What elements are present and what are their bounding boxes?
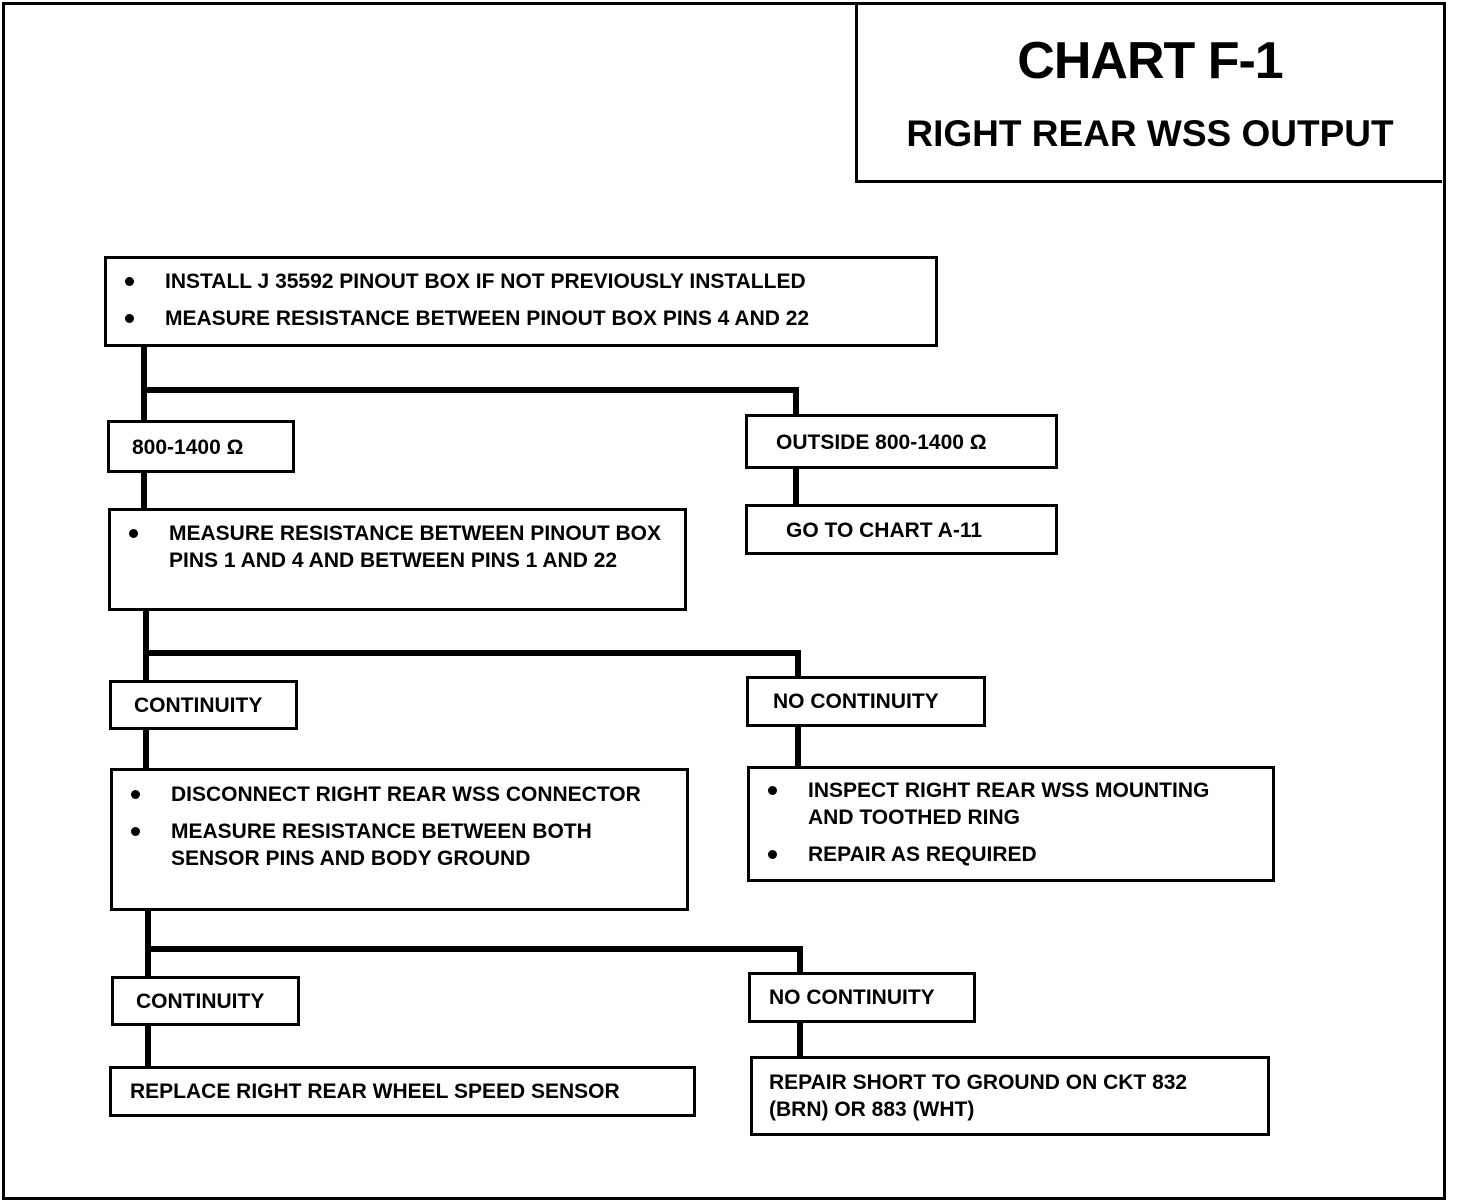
disconnect-bullet-1: DISCONNECT RIGHT REAR WSS CONNECTOR xyxy=(127,781,662,808)
start-text-1: INSTALL J 35592 PINOUT BOX IF NOT PREVIO… xyxy=(165,270,806,293)
connector-measure-right xyxy=(143,650,801,681)
inspect-bullet-2: REPAIR AS REQUIRED xyxy=(764,841,1258,868)
chart-title: CHART F-1 xyxy=(1017,32,1283,90)
result-out-range-label: OUTSIDE 800-1400 Ω xyxy=(776,431,987,454)
inspect-text-1: INSPECT RIGHT REAR WSS MOUNTING AND TOOT… xyxy=(808,779,1210,829)
result-out-range-box: OUTSIDE 800-1400 Ω xyxy=(745,414,1058,469)
continuity-2-box: CONTINUITY xyxy=(111,976,300,1026)
action-replace-sensor-box: REPLACE RIGHT REAR WHEEL SPEED SENSOR xyxy=(109,1066,696,1117)
goto-chart-label: GO TO CHART A-11 xyxy=(786,519,983,542)
result-in-range-label: 800-1400 Ω xyxy=(132,436,244,459)
step-start-box: INSTALL J 35592 PINOUT BOX IF NOT PREVIO… xyxy=(104,256,938,347)
goto-chart-box: GO TO CHART A-11 xyxy=(745,504,1058,555)
bullet-icon xyxy=(131,827,140,836)
inspect-text-2: REPAIR AS REQUIRED xyxy=(808,843,1037,866)
inspect-bullet-1: INSPECT RIGHT REAR WSS MOUNTING AND TOOT… xyxy=(764,777,1258,831)
repair-short-label: REPAIR SHORT TO GROUND ON CKT 832 (BRN) … xyxy=(769,1071,1188,1121)
start-bullet-1: INSTALL J 35592 PINOUT BOX IF NOT PREVIO… xyxy=(121,268,927,295)
bullet-icon xyxy=(129,529,138,538)
bullet-icon xyxy=(768,786,777,795)
step-disconnect-box: DISCONNECT RIGHT REAR WSS CONNECTOR MEAS… xyxy=(110,768,689,911)
start-bullet-2: MEASURE RESISTANCE BETWEEN PINOUT BOX PI… xyxy=(121,305,927,332)
step-inspect-box: INSPECT RIGHT REAR WSS MOUNTING AND TOOT… xyxy=(747,766,1275,882)
bullet-icon xyxy=(125,277,134,286)
disconnect-text-1: DISCONNECT RIGHT REAR WSS CONNECTOR xyxy=(171,783,641,806)
no-continuity-2-box: NO CONTINUITY xyxy=(748,972,976,1023)
bullet-icon xyxy=(125,314,134,323)
start-text-2: MEASURE RESISTANCE BETWEEN PINOUT BOX PI… xyxy=(165,307,810,330)
disconnect-bullet-2: MEASURE RESISTANCE BETWEEN BOTH SENSOR P… xyxy=(127,818,662,872)
bullet-icon xyxy=(131,790,140,799)
chart-subtitle: RIGHT REAR WSS OUTPUT xyxy=(906,113,1394,154)
continuity-1-box: CONTINUITY xyxy=(109,680,298,730)
bullet-icon xyxy=(768,850,777,859)
chart-frame xyxy=(2,2,1446,1200)
step-measure-pins-box: MEASURE RESISTANCE BETWEEN PINOUT BOX PI… xyxy=(108,508,687,611)
continuity-1-label: CONTINUITY xyxy=(134,694,263,717)
connector-start-right xyxy=(141,387,799,419)
replace-sensor-label: REPLACE RIGHT REAR WHEEL SPEED SENSOR xyxy=(130,1080,620,1103)
no-continuity-2-label: NO CONTINUITY xyxy=(769,986,935,1009)
action-repair-short-box: REPAIR SHORT TO GROUND ON CKT 832 (BRN) … xyxy=(750,1056,1270,1136)
no-continuity-1-box: NO CONTINUITY xyxy=(746,676,986,727)
continuity-2-label: CONTINUITY xyxy=(136,990,265,1013)
connector-disconnect-right xyxy=(145,946,803,977)
disconnect-text-2: MEASURE RESISTANCE BETWEEN BOTH SENSOR P… xyxy=(171,820,592,870)
title-block: CHART F-1 RIGHT REAR WSS OUTPUT xyxy=(855,5,1442,183)
measure-bullet-1: MEASURE RESISTANCE BETWEEN PINOUT BOX PI… xyxy=(125,520,664,574)
measure-text-1: MEASURE RESISTANCE BETWEEN PINOUT BOX PI… xyxy=(169,522,661,572)
no-continuity-1-label: NO CONTINUITY xyxy=(773,690,939,713)
result-in-range-box: 800-1400 Ω xyxy=(107,420,295,473)
